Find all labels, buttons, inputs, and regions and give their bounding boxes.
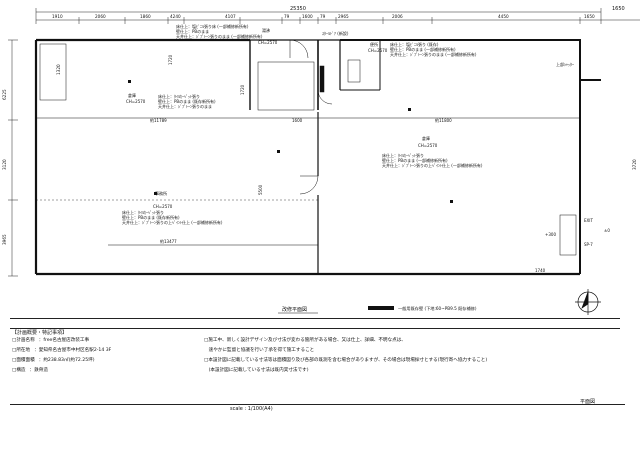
dim-left-1: 1320 [56,64,61,75]
interior-walls [36,39,580,274]
interior-dim-3: 約13477 [160,238,177,244]
note-area: □面積面積：約238.83㎡(約72.25坪) [12,358,95,363]
dim-top-2: 2060 [95,14,106,19]
room-right-ceiling: 天井仕上：ｼﾞﾌﾟﾄｰﾝ張りの上ﾍﾟｲﾝﾄ仕上 (一部補修新所有) [382,162,483,168]
dim-top-6: 79 [284,14,290,19]
room-name-office: 事務所 [155,190,167,196]
note-right-4: (本設計図に記載している寸法は既内実寸法です) [204,368,309,373]
room-hot-wall: 壁仕上：PBのまま [176,28,209,34]
note-right-3: □本設計図に記載している寸法等は面積図り及び各部の既測を含む場合がありますが、そ… [204,358,488,363]
interior-dim-2: 約11800 [435,117,452,123]
inner-dim-4: 5500 [258,184,263,195]
room-right-wall: 壁仕上：PBのまま (一部補修新所有) [382,157,448,163]
dim-top-11: 4450 [498,14,509,19]
inner-dim-1: 1720 [168,54,173,65]
room-hot-floor: 床仕上：塩ﾋﾞﾆﾙ張り床 (一部補修新所有) [176,23,249,29]
legend-swatch [368,306,394,310]
interior-dim-1: 約11789 [150,117,167,123]
room-office-ch: CH=2570 [153,204,173,209]
shutter-label: 上部ｼｬｯﾀｰ [556,61,574,67]
room-right-floor: 床仕上：ﾀｲﾙｶｰﾍﾟｯﾄ張り [382,152,424,158]
gl0-label: ±0 [604,228,610,233]
dim-top-7: 1600 [302,14,313,19]
gl300-label: +300 [545,232,556,237]
top-dimension-line [35,8,640,24]
dim-left-3: 3120 [2,159,7,170]
note-right-1: □施工中、新しく設計デザイン及び寸法が変わる箇所がある場合、又は仕上、詳細、不明… [204,338,406,343]
note-structure: □構造：鉄骨造 [12,368,48,373]
dim-top-1: 1910 [52,14,63,19]
room-office-floor: 床仕上：ﾀｲﾙｶｰﾍﾟｯﾄ張り [122,209,164,215]
inner-dim-5: 1740 [535,268,546,273]
dim-top-4: 4240 [170,14,181,19]
sheet-title: 平面図 [580,399,596,405]
dim-top-8: 79 [320,14,326,19]
dim-right-extra: 1650 [612,6,625,12]
dim-right-side: 3720 [632,159,637,170]
room-toilet-wall: 壁仕上：PBのまま (一部補修新所有) [390,46,456,52]
left-dimension-line [8,39,18,277]
room-name-left: 倉庫 [128,92,136,98]
note-right-2: 速やかに監督と協議を行い了承を得て施工すること [204,348,315,353]
note-name: □計画名称：free名古屋店改装工事 [12,338,90,343]
dim-overall: 25350 [290,6,306,12]
notes-section: 【計画概要・特記事項】 □計画名称：free名古屋店改装工事 □所在地：愛知県名… [10,318,630,438]
stair-label: SP-7 [584,242,593,247]
room-left-wall: 壁仕上：PBのまま (既存新所有) [158,98,216,104]
room-toilet-ch: CH=2570 [368,48,388,53]
legend-text: 一般用既存壁 (下地:60~PB9.5 既存補修) [398,305,477,312]
room-hot-ch: CH=2570 [258,40,278,45]
note-location: □所在地：愛知県名古屋市中村区名駅2-14 3F [12,348,112,353]
room-left-ch: CH=2570 [126,99,146,104]
dim-top-10: 2006 [392,14,403,19]
room-hot-ceiling: 天井仕上：ｼﾞﾌﾟﾄｰﾝ張りのまま (一部補修新所有) [176,33,263,39]
inner-dim-3: 1600 [292,118,303,123]
dim-top-5: 4107 [225,14,236,19]
room-right-ch: CH=2570 [418,143,438,148]
room-office-wall: 壁仕上：PBのまま (既存新所有) [122,214,180,220]
room-name-toilet: 便所 [370,41,378,47]
inner-dim-2: 1720 [240,84,245,95]
plan-title: 改修平面図 [282,306,307,313]
room-left-floor: 床仕上：ﾀｲﾙｶｰﾍﾟｯﾄ張り [158,93,200,99]
room-name-hot: 湯沸 [262,27,270,33]
exit-label: EXIT [584,218,593,223]
room-left-ceiling: 天井仕上：ｼﾞﾌﾟﾄｰﾝ張りのまま [158,103,212,109]
column-markers [128,80,453,203]
scale-label: scale : 1/100(A4) [230,406,273,412]
exterior-walls [34,38,601,276]
ps-label: ｽﾀｰﾙﾄﾞｱ (新設) [322,30,349,36]
footer-rule [10,404,625,405]
notes-header: 【計画概要・特記事項】 [10,318,620,336]
room-toilet-floor: 床仕上：塩ﾋﾞﾆﾙ張り (既存) [390,41,439,47]
north-arrow-icon [575,289,601,315]
room-name-right: 倉庫 [422,135,430,141]
dim-top-9: 2965 [338,14,349,19]
dim-top-3: 1860 [140,14,151,19]
dim-top-12: 1650 [584,14,595,19]
room-office-ceiling: 天井仕上：ｼﾞﾌﾟﾄｰﾝ張りの上ﾍﾟｲﾝﾄ仕上 (一部補修新所有) [122,219,223,225]
dim-left-4: 3965 [2,234,7,245]
door-swings [289,39,333,195]
dim-left-2: 6225 [2,89,7,100]
room-toilet-ceiling: 天井仕上：ｼﾞﾌﾟﾄｰﾝ張りのまま (一部補修新所有) [390,51,477,57]
